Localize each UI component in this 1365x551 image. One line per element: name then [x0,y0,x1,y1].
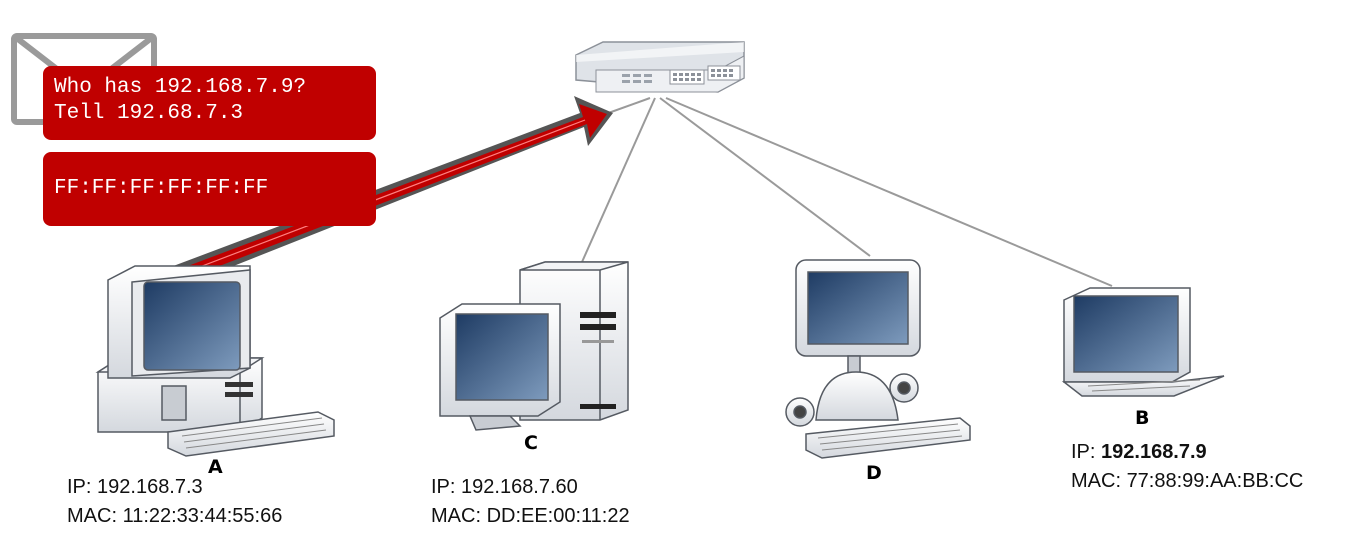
imac-computer-icon [785,259,971,459]
laptop-icon [1061,287,1225,397]
host-a-info: IP: 192.168.7.3 MAC: 11:22:33:44:55:66 [67,473,282,531]
desktop-computer-icon [95,265,335,457]
host-letter-a: A [208,456,223,478]
link-switch-to-b [665,97,1113,287]
link-switch-to-d [659,97,871,257]
host-letter-b: B [1135,407,1150,429]
host-letter-c: C [524,432,538,454]
host-letter-d: D [866,462,882,484]
arp-query-line-1: Who has 192.168.7.9? [54,76,307,99]
arp-query-line-2: Tell 192.68.7.3 [54,102,244,125]
link-switch-to-c [581,97,656,263]
host-c-mac: MAC: DD:EE:00:11:22 [431,505,630,527]
host-a-ip: IP: 192.168.7.3 [67,476,203,498]
network-links [581,97,1113,287]
broadcast-arrow [168,96,613,288]
host-c-info: IP: 192.168.7.60 MAC: DD:EE:00:11:22 [431,473,630,531]
broadcast-mac-label: FF:FF:FF:FF:FF:FF [54,177,269,200]
tower-computer-icon [439,261,629,431]
host-c-ip: IP: 192.168.7.60 [431,476,578,498]
host-a-mac: MAC: 11:22:33:44:55:66 [67,505,283,527]
broadcast-mac-box: FF:FF:FF:FF:FF:FF [43,152,376,226]
host-b-info: IP: 192.168.7.9 MAC: 77:88:99:AA:BB:CC [1071,438,1303,496]
host-b-mac: MAC: 77:88:99:AA:BB:CC [1071,470,1304,492]
arp-query-box: Who has 192.168.7.9? Tell 192.68.7.3 [43,66,376,140]
host-b-ip: IP: 192.168.7.9 [1071,441,1207,463]
switch-icon [575,41,745,93]
